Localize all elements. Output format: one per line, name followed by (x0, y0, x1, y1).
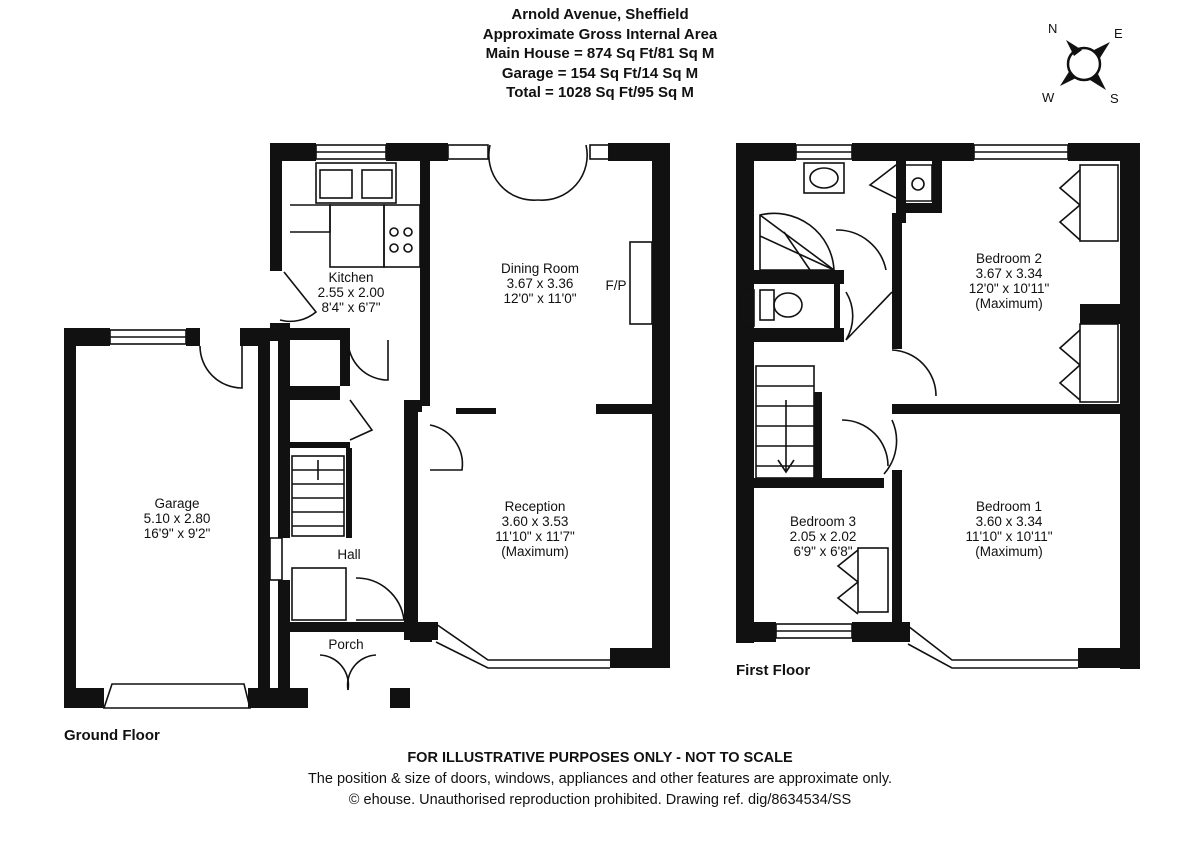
plan-header: Arnold Avenue, Sheffield Approximate Gro… (0, 5, 1200, 103)
room-reception: Reception 3.60 x 3.53 11'10" x 11'7" (Ma… (495, 499, 575, 559)
room-garage: Garage 5.10 x 2.80 16'9" x 9'2" (144, 496, 211, 541)
room-name: Kitchen (328, 270, 374, 285)
compass-east: E (1114, 26, 1123, 41)
compass-north: N (1048, 21, 1058, 36)
room-imperial: 12'0" x 11'0" (503, 291, 577, 306)
room-porch: Porch (328, 637, 364, 652)
room-imperial: 16'9" x 9'2" (143, 526, 211, 541)
fixtures (102, 144, 1119, 709)
room-hall: Hall (337, 547, 361, 562)
room-imperial: 6'9" x 6'8" (793, 544, 853, 559)
room-imperial: 11'10" x 10'11" (965, 529, 1053, 544)
disclaimer-text: FOR ILLUSTRATIVE PURPOSES ONLY - NOT TO … (407, 750, 793, 766)
room-metric: 3.60 x 3.53 (501, 514, 569, 529)
room-kitchen: Kitchen 2.55 x 2.00 8'4" x 6'7" (318, 270, 385, 315)
total-area: Total = 1028 Sq Ft/95 Sq M (506, 84, 694, 101)
room-name: Dining Room (500, 261, 580, 276)
address-title: Arnold Avenue, Sheffield (511, 6, 689, 23)
room-dining: Dining Room 3.67 x 3.36 12'0" x 11'0" (501, 261, 579, 306)
room-bedroom-2: Bedroom 2 3.67 x 3.34 12'0" x 10'11" (Ma… (969, 251, 1050, 311)
room-name: Reception (504, 499, 566, 514)
plan-footer: FOR ILLUSTRATIVE PURPOSES ONLY - NOT TO … (0, 748, 1200, 811)
fireplace-label: F/P (605, 278, 627, 293)
room-name: Garage (154, 496, 200, 511)
approximation-note: The position & size of doors, windows, a… (307, 771, 893, 787)
garage-area: Garage = 154 Sq Ft/14 Sq M (501, 64, 699, 82)
compass-south: S (1110, 91, 1119, 106)
room-metric: 3.67 x 3.36 (506, 276, 574, 291)
compass-icon (1060, 40, 1110, 90)
room-name: Bedroom 3 (789, 514, 857, 529)
room-metric: 3.67 x 3.34 (975, 266, 1043, 281)
room-metric: 5.10 x 2.80 (143, 511, 211, 526)
room-bedroom-1: Bedroom 1 3.60 x 3.34 11'10" x 10'11" (M… (965, 499, 1052, 559)
copyright-text: © ehouse. Unauthorised reproduction proh… (348, 792, 852, 808)
room-metric: 2.05 x 2.02 (789, 529, 857, 544)
room-note: (Maximum) (975, 544, 1043, 559)
ground-floor-label: Ground Floor (64, 727, 160, 744)
room-note: (Maximum) (975, 296, 1043, 311)
area-heading: Approximate Gross Internal Area (482, 25, 718, 43)
room-imperial: 11'10" x 11'7" (495, 529, 575, 544)
room-metric: 2.55 x 2.00 (317, 285, 385, 300)
room-name: Bedroom 1 (975, 499, 1043, 514)
compass-west: W (1042, 90, 1055, 105)
main-house-area: Main House = 874 Sq Ft/81 Sq M (485, 45, 715, 62)
room-imperial: 8'4" x 6'7" (321, 300, 381, 315)
room-bedroom-3: Bedroom 3 2.05 x 2.02 6'9" x 6'8" (790, 514, 857, 559)
walls (64, 143, 1140, 708)
first-floor-label: First Floor (736, 662, 811, 679)
room-note: (Maximum) (501, 544, 569, 559)
room-metric: 3.60 x 3.34 (975, 514, 1043, 529)
room-imperial: 12'0" x 10'11" (968, 281, 1050, 296)
room-name: Bedroom 2 (975, 251, 1043, 266)
